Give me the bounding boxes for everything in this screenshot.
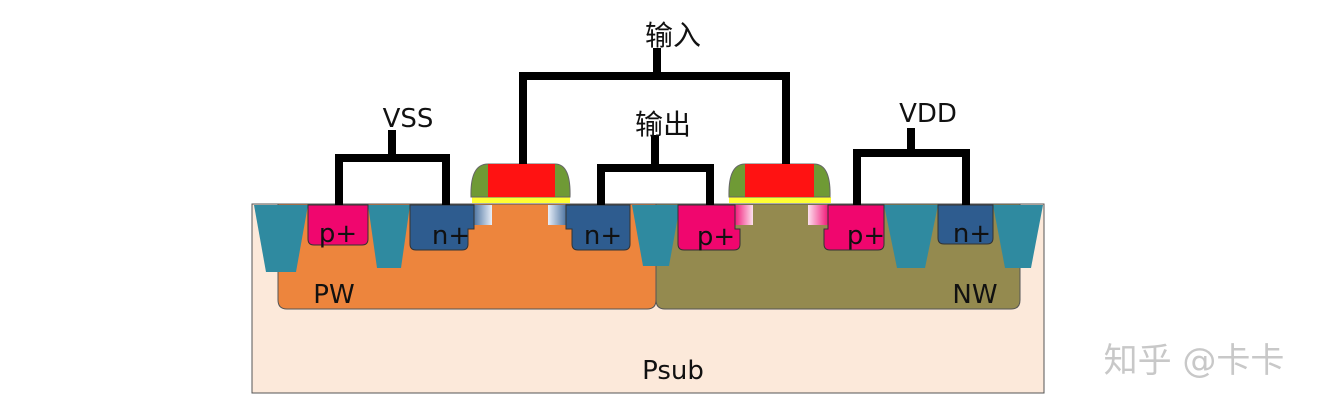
label-n-plus-mid: n+ [584, 221, 622, 251]
input-wire [519, 48, 790, 164]
label-n-plus-left: n+ [432, 221, 470, 251]
n-plus-region-right [937, 204, 994, 245]
p-plus-region-mid [677, 204, 741, 251]
wiring [335, 48, 970, 205]
sti-trench-5 [993, 205, 1043, 268]
ldd-extension-nmos-right [548, 205, 570, 225]
vss-wire [335, 130, 450, 205]
n-plus-region-mid [565, 204, 631, 251]
label-p-plus-mid: p+ [697, 222, 735, 252]
p-plus-region-right [823, 204, 885, 251]
vdd-wire [853, 128, 970, 205]
sti-trench-2 [368, 205, 410, 268]
gate-oxide-nmos [472, 197, 570, 203]
label-nw: NW [952, 280, 997, 310]
label-n-plus-right: n+ [953, 219, 991, 249]
label-vss: VSS [383, 104, 434, 134]
gate-oxide-pmos [729, 197, 831, 203]
ldd-extension-pmos-left [733, 205, 753, 225]
output-wire [597, 135, 714, 205]
n-plus-region-left [409, 204, 475, 251]
sti-trench-1 [254, 205, 308, 272]
ldd-extension-pmos-right [808, 205, 830, 225]
label-input: 输入 [645, 19, 701, 52]
label-pw: PW [313, 280, 354, 310]
gate-poly-pmos [745, 164, 814, 197]
p-plus-region-left [307, 204, 369, 246]
label-p-plus-right: p+ [847, 221, 885, 251]
sti-trench-3 [632, 205, 680, 266]
label-psub: Psub [642, 356, 704, 386]
gate-poly-nmos [488, 164, 555, 197]
label-output: 输出 [635, 108, 691, 141]
watermark-text: 知乎 @卡卡 [1104, 341, 1285, 381]
ldd-extension-nmos-left [470, 205, 492, 225]
label-vdd: VDD [899, 99, 957, 129]
sti-trench-4 [884, 205, 938, 268]
label-p-plus-left: p+ [319, 219, 357, 249]
